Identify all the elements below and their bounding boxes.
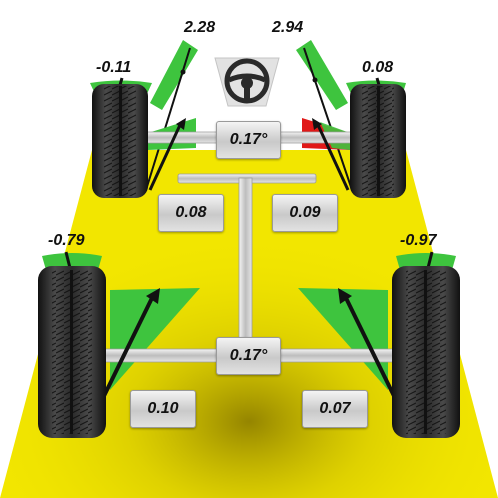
rear-right-toe-value: 0.07 xyxy=(319,400,351,417)
rear-left-thrust-arrow xyxy=(100,297,154,401)
steering-wheel-icon xyxy=(214,57,280,107)
rear-right-toe-box: 0.07 xyxy=(302,390,368,428)
front-left-toe-value: 0.08 xyxy=(175,204,207,221)
front-total-toe-value: 0.17° xyxy=(229,131,268,148)
front-right-toe-box: 0.09 xyxy=(272,194,338,232)
rear-left-toe-box: 0.10 xyxy=(130,390,196,428)
front-total-toe-box: 0.17° xyxy=(216,121,281,159)
rear-left-toe-value: 0.10 xyxy=(147,400,179,417)
rear-left-camber-value: -0.79 xyxy=(48,232,85,249)
rear-right-tire xyxy=(392,266,460,438)
rear-right-camber-arc xyxy=(396,253,456,270)
rear-total-toe-box: 0.17° xyxy=(216,337,281,375)
chassis-spine xyxy=(238,177,253,359)
front-right-toe-value: 0.09 xyxy=(289,204,321,221)
front-right-caster-indicator xyxy=(296,40,348,110)
front-right-camber-value: 0.08 xyxy=(362,59,394,76)
rear-right-toe-wedge xyxy=(298,288,388,390)
rear-total-toe-value: 0.17° xyxy=(229,347,268,364)
front-left-caster-value: 2.28 xyxy=(184,19,216,36)
rear-left-camber-arc xyxy=(42,253,102,270)
front-left-toe-box: 0.08 xyxy=(158,194,224,232)
front-right-caster-needle xyxy=(303,47,353,191)
front-right-caster-value: 2.94 xyxy=(272,19,304,36)
rear-right-thrust-arrow xyxy=(344,297,398,401)
rear-left-tire xyxy=(38,266,106,438)
front-left-tire xyxy=(92,84,148,198)
rear-right-camber-value: -0.97 xyxy=(400,232,437,249)
front-left-camber-value: -0.11 xyxy=(96,59,132,76)
front-right-tire xyxy=(350,84,406,198)
rear-left-toe-wedge xyxy=(110,288,200,390)
front-left-caster-indicator xyxy=(150,40,198,110)
